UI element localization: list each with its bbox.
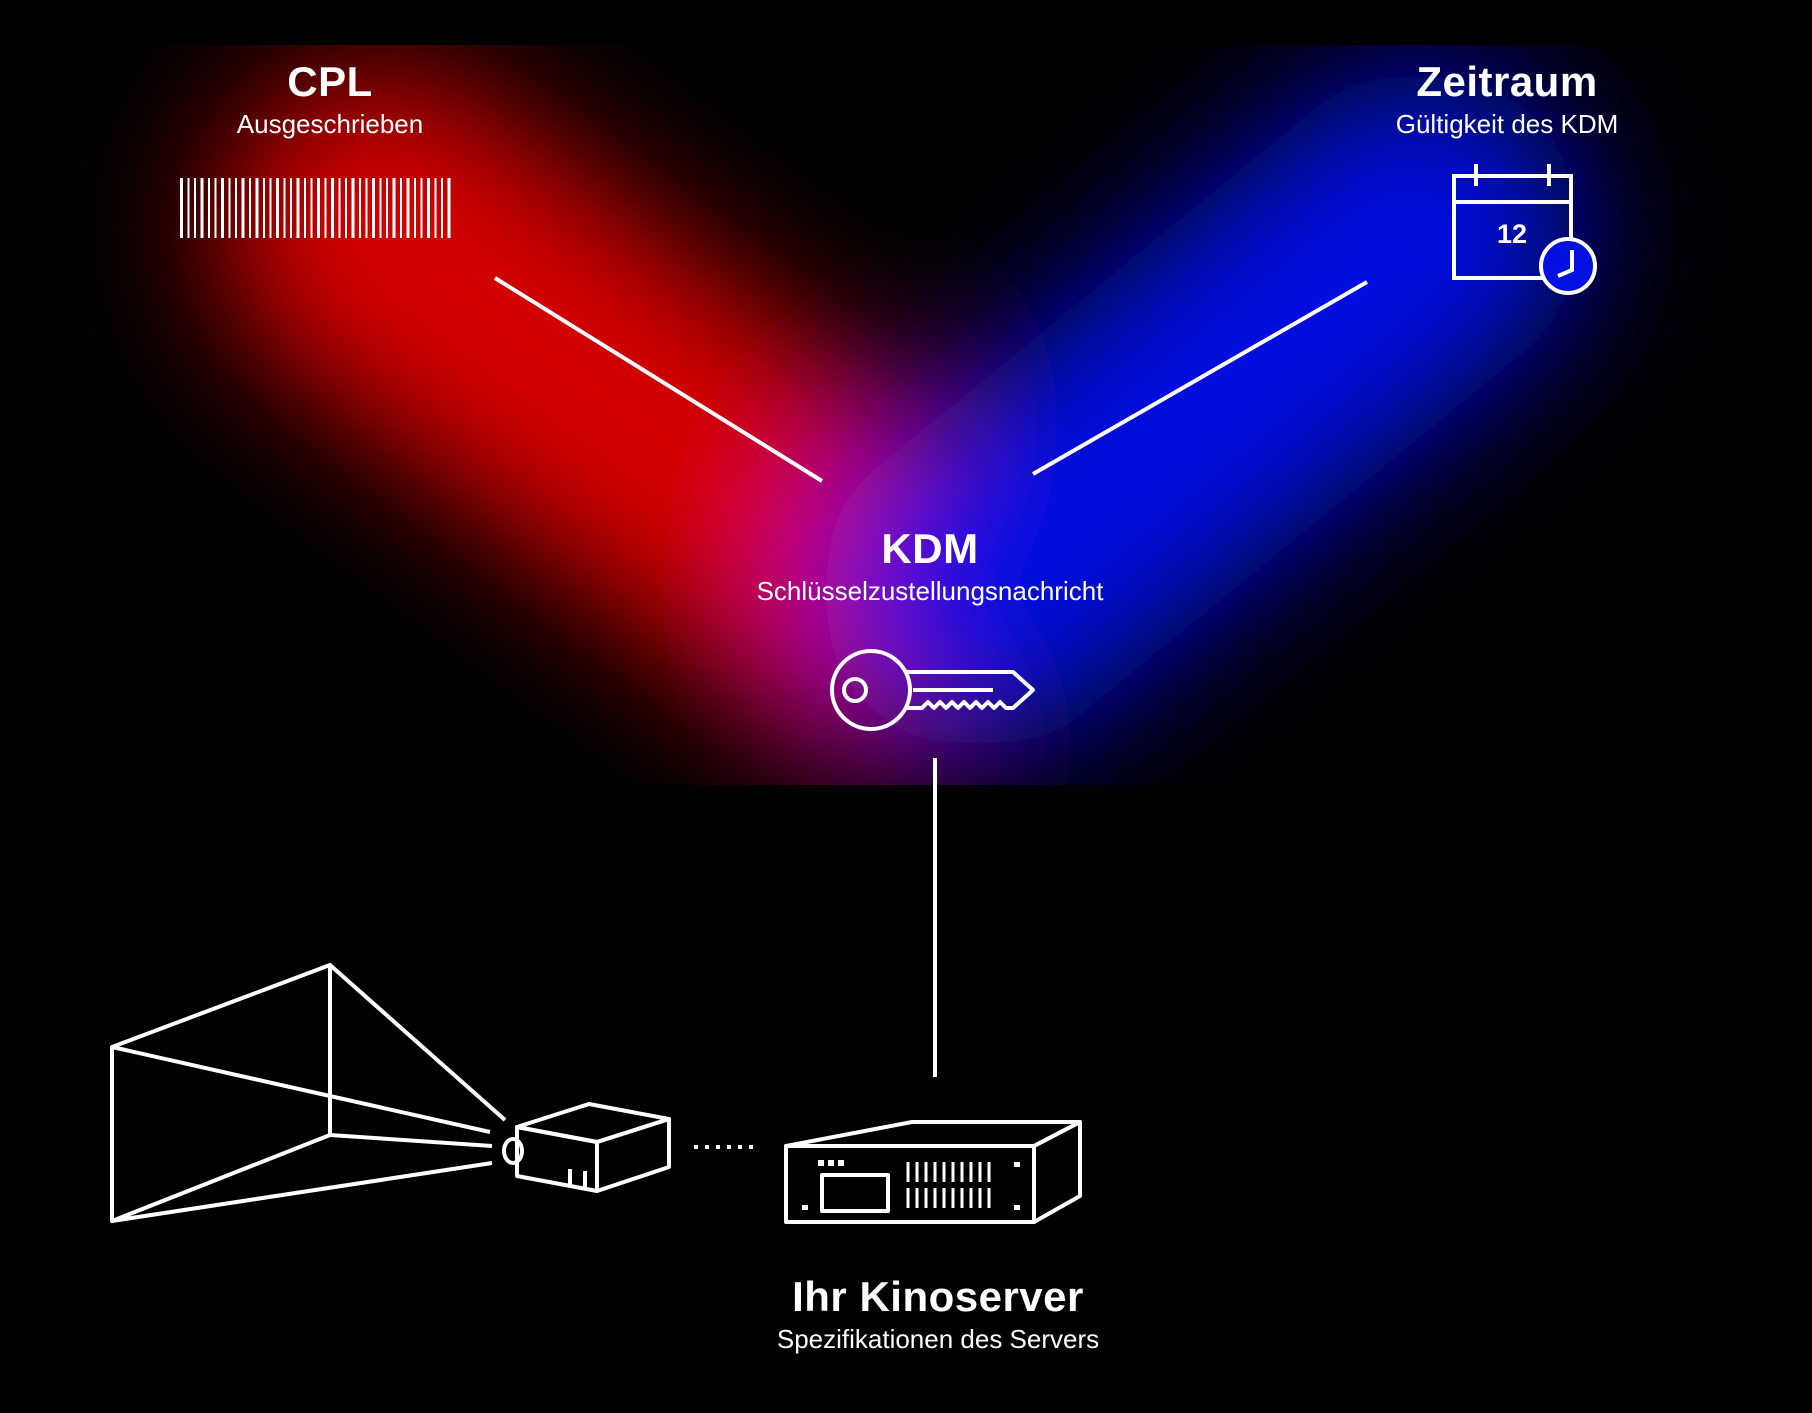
connector-zeitraum-kdm xyxy=(1032,280,1368,476)
server-label: Ihr Kinoserver Spezifikationen des Serve… xyxy=(777,1273,1099,1355)
red-glow xyxy=(215,65,1045,765)
zeitraum-label: Zeitraum Gültigkeit des KDM xyxy=(1396,58,1619,140)
cpl-title: CPL xyxy=(287,58,373,105)
cpl-label: CPL Ausgeschrieben xyxy=(237,58,423,140)
kdm-subtitle: Schlüsselzustellungsnachricht xyxy=(756,576,1104,606)
key-icon xyxy=(828,645,1038,735)
server-rack-icon xyxy=(782,1118,1087,1228)
calendar-day: 12 xyxy=(1497,219,1527,249)
kdm-title: KDM xyxy=(881,525,979,572)
kdm-label: KDM Schlüsselzustellungsnachricht xyxy=(757,525,1104,607)
server-subtitle: Spezifikationen des Servers xyxy=(776,1324,1100,1354)
calendar-clock-icon: 12 xyxy=(1448,162,1608,302)
zeitraum-title: Zeitraum xyxy=(1416,58,1598,105)
server-title: Ihr Kinoserver xyxy=(792,1273,1084,1320)
blue-glow xyxy=(820,70,1580,750)
projector-beam-icon xyxy=(100,955,680,1235)
zeitraum-subtitle: Gültigkeit des KDM xyxy=(1395,109,1619,139)
barcode-icon xyxy=(180,178,480,240)
connector-cpl-kdm xyxy=(493,276,824,483)
cpl-subtitle: Ausgeschrieben xyxy=(236,109,424,139)
